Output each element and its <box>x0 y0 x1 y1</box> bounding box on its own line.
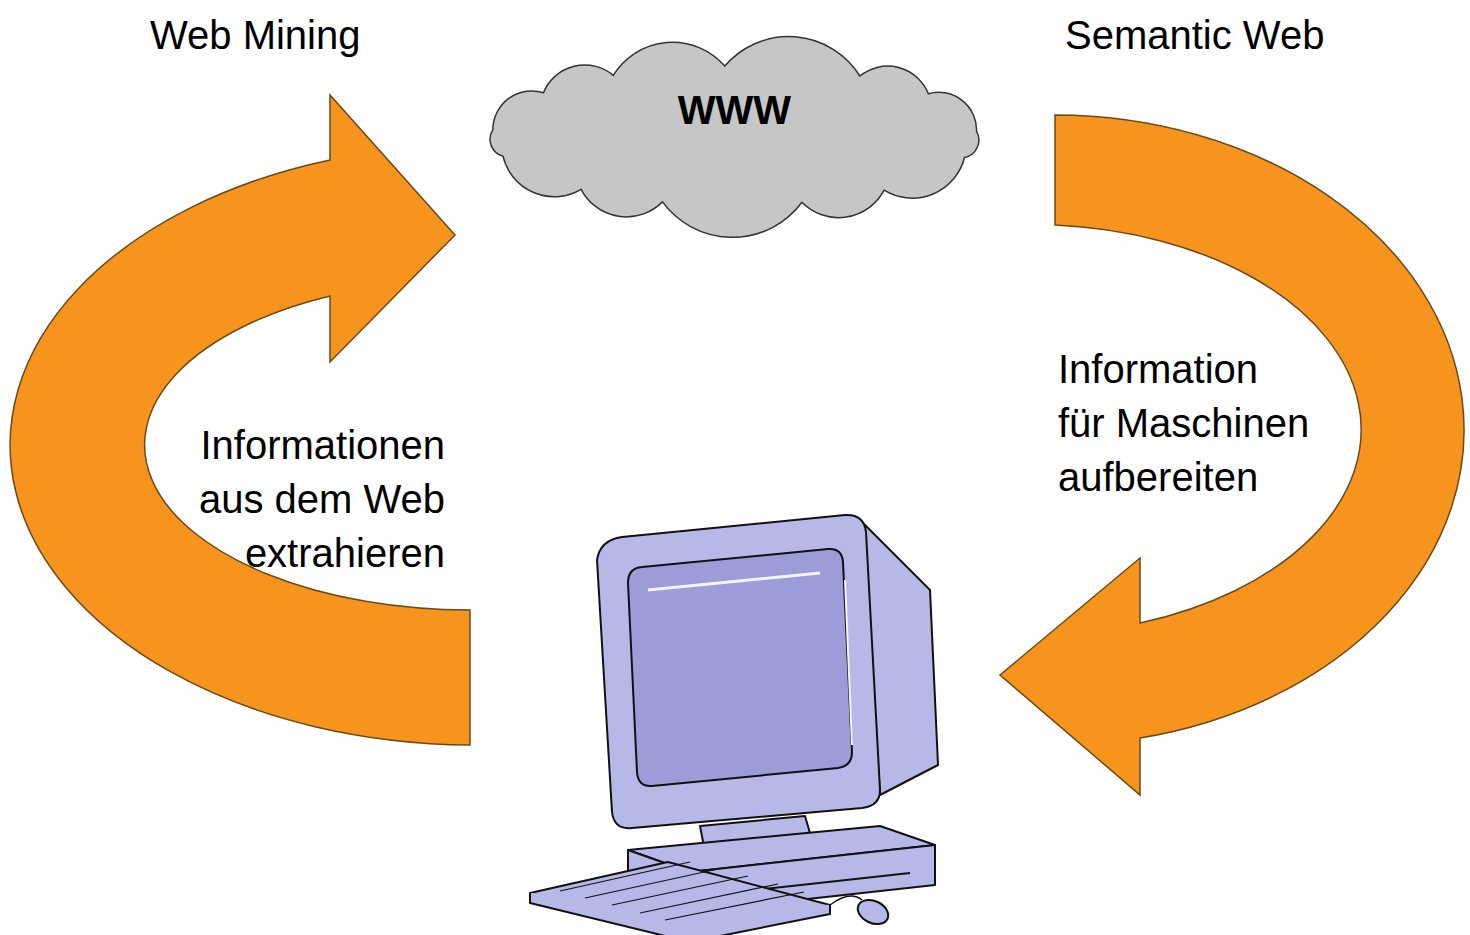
annotation: Informationen aus dem Web extrahieren <box>145 418 445 580</box>
computer-icon <box>530 515 938 935</box>
cloud-shape <box>462 38 1007 233</box>
cycle-arrow <box>1000 115 1464 795</box>
node-label: WWW <box>462 86 1007 134</box>
cloud-node: WWW <box>462 38 1007 233</box>
heading: Semantic Web <box>1065 8 1324 62</box>
annotation: Information für Maschinen aufbereiten <box>1058 342 1314 504</box>
cycle-arrow <box>10 95 470 745</box>
cloud-outline <box>490 37 979 238</box>
heading: Web Mining <box>150 8 360 62</box>
